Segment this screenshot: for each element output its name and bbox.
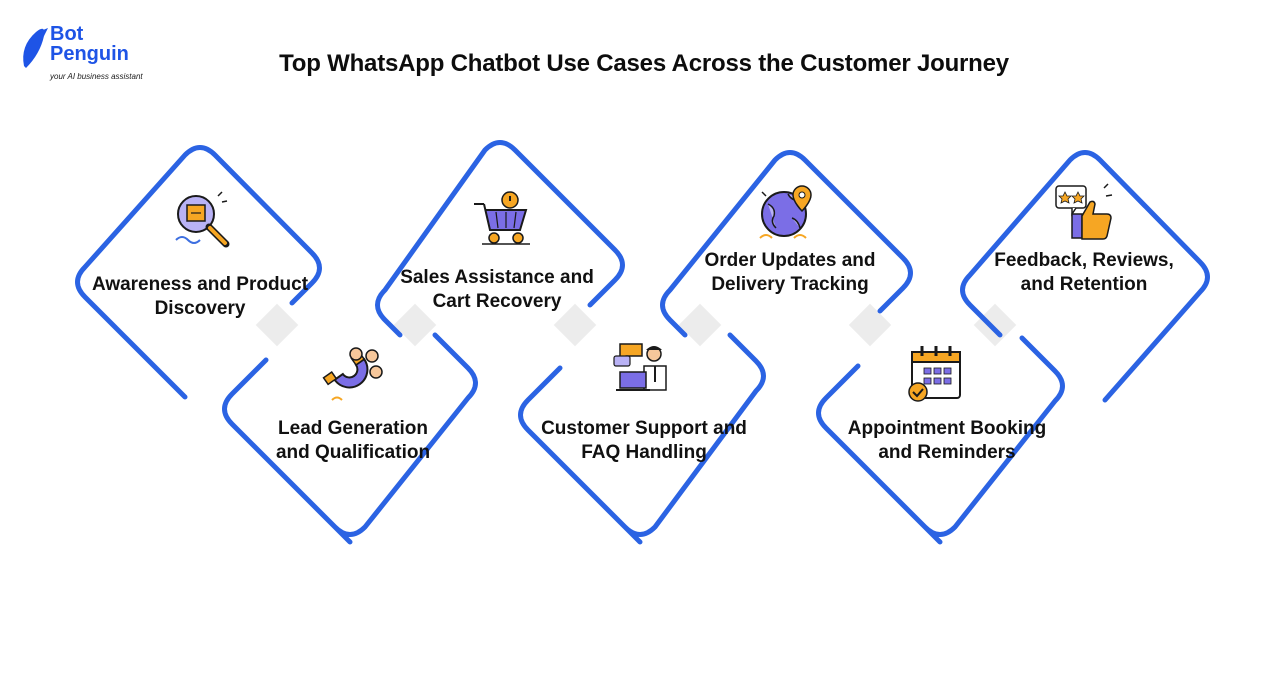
connectors [255,303,1017,347]
card-label-1: Awareness and Product Discovery [80,273,320,321]
card-2-line2: and Qualification [275,442,431,463]
card-7-line1: Feedback, Reviews, [994,250,1174,271]
card-2-frame [222,332,478,545]
card-6-line1: Appointment Booking [847,418,1047,439]
support-agent-icon [613,343,667,391]
card-label-7: Feedback, Reviews, and Retention [964,249,1204,297]
card-label-3: Sales Assistance and Cart Recovery [377,266,617,314]
card-4-line2: FAQ Handling [581,442,707,463]
brand-tagline: your AI business assistant [50,72,143,81]
card-1-line2: Discovery [154,298,246,319]
card-label-5: Order Updates and Delivery Tracking [670,249,910,297]
card-3-line2: Cart Recovery [432,291,562,312]
magnet-people-icon [322,347,383,401]
card-2-line1: Lead Generation [278,418,428,439]
card-label-6: Appointment Booking and Reminders [827,417,1067,465]
card-3-frame [375,140,625,338]
card-1-line1: Awareness and Product [91,274,309,295]
connector-5 [848,303,892,347]
penguin-logo-icon [23,28,48,68]
connector-4 [678,303,722,347]
brand-logo: Bot Penguin your AI business assistant [18,24,158,84]
card-7-line2: and Retention [1020,274,1148,295]
connector-6 [973,303,1017,347]
card-label-4: Customer Support and FAQ Handling [524,417,764,465]
calendar-check-icon [908,346,961,402]
card-label-2: Lead Generation and Qualification [233,417,473,465]
card-6-frame [816,335,1065,545]
page-title: Top WhatsApp Chatbot Use Cases Across th… [279,50,1009,77]
brand-name: Bot Penguin [50,24,129,64]
connector-2 [393,303,437,347]
thumbs-up-stars-icon [1055,183,1113,240]
shopping-cart-icon [474,191,530,245]
globe-location-icon [759,185,812,239]
card-1-frame [75,145,322,400]
card-3-line1: Sales Assistance and [400,267,594,288]
card-5-frame [660,150,913,338]
brand-name-line1: Bot [50,23,84,45]
brand-name-line2: Penguin [50,43,129,65]
card-5-line1: Order Updates and [704,250,876,271]
card-4-frame [518,332,766,545]
connector-1 [255,303,299,347]
card-5-line2: Delivery Tracking [711,274,869,295]
card-6-line2: and Reminders [878,442,1016,463]
magnifier-box-icon [175,191,230,248]
card-4-line1: Customer Support and [541,418,747,439]
card-7-frame [960,150,1210,403]
